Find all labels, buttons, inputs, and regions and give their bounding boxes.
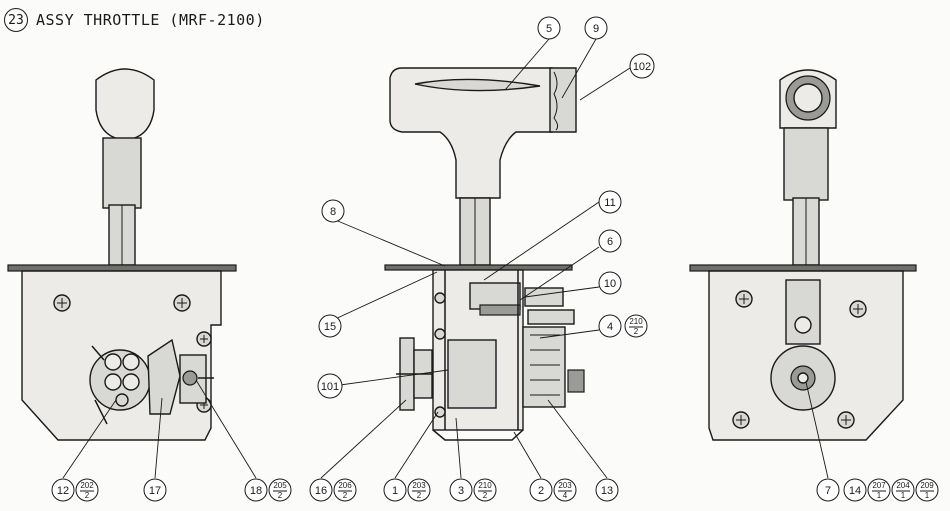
callout-2-qty: 4	[563, 491, 568, 500]
callout-4-num: 4	[607, 321, 613, 333]
callout-3-num: 3	[458, 485, 464, 497]
callout-1-qty: 2	[417, 491, 422, 500]
leader-lines	[62, 38, 829, 479]
callout-1: 1 203 2	[383, 478, 431, 502]
callout-14-qty-3: 1	[925, 491, 930, 500]
callout-14-qty-1: 1	[877, 491, 882, 500]
callout-15-num: 15	[324, 321, 336, 333]
left-stop-bracket	[179, 354, 214, 404]
callout-10: 10	[598, 271, 622, 295]
callout-4-ref: 210	[629, 317, 643, 326]
left-screw-1	[53, 294, 71, 312]
center-view	[384, 67, 585, 441]
right-handle-neck	[783, 127, 829, 201]
title-text: ASSY THROTTLE (MRF-2100)	[36, 11, 265, 29]
right-screw-2	[849, 300, 867, 318]
center-top-plate	[384, 264, 573, 271]
callout-4: 4 210 2	[598, 314, 648, 338]
callout-7-num: 7	[825, 485, 831, 497]
callout-3-ref: 210	[478, 481, 492, 490]
callout-18-ref: 205	[273, 481, 287, 490]
callout-8-num: 8	[330, 206, 336, 218]
callout-5-num: 5	[546, 23, 552, 35]
callout-102-num: 102	[633, 61, 651, 73]
callout-16-ref: 206	[338, 481, 352, 490]
title-number-bubble: 23	[4, 8, 28, 32]
callout-101: 101	[317, 373, 343, 399]
callout-4-qty: 2	[634, 327, 639, 336]
left-top-plate	[7, 264, 237, 272]
center-end-cap	[549, 67, 577, 133]
callout-14-qty-2: 1	[901, 491, 906, 500]
callout-13: 13	[595, 478, 619, 502]
callout-9: 9	[584, 16, 608, 40]
callout-12-qty: 2	[85, 491, 90, 500]
left-view	[7, 68, 237, 441]
callout-9-num: 9	[593, 23, 599, 35]
right-screw-1	[735, 290, 753, 308]
callout-17: 17	[143, 478, 167, 502]
callout-102: 102	[629, 53, 655, 79]
right-screw-4	[837, 411, 855, 429]
callout-5: 5	[537, 16, 561, 40]
callout-7: 7	[816, 478, 840, 502]
callout-12-num: 12	[57, 485, 69, 497]
callout-6-num: 6	[607, 236, 613, 248]
left-screw-3	[196, 331, 212, 347]
callout-14-num: 14	[849, 485, 861, 497]
center-block	[479, 304, 521, 316]
diagram-title: 23 ASSY THROTTLE (MRF-2100)	[4, 8, 265, 32]
callout-16-num: 16	[315, 485, 327, 497]
callout-14-ref-2: 204	[896, 481, 910, 490]
callout-10-num: 10	[604, 278, 616, 290]
right-view	[689, 69, 917, 441]
center-t-handle	[389, 67, 553, 199]
callout-18: 18 205 2	[244, 478, 292, 502]
callout-12: 12 202 2	[51, 478, 99, 502]
callout-13-num: 13	[601, 485, 613, 497]
callout-14-ref-1: 207	[872, 481, 886, 490]
center-friction-stack	[522, 287, 585, 408]
callout-3-qty: 2	[483, 491, 488, 500]
callout-2-num: 2	[538, 485, 544, 497]
left-screw-2	[173, 294, 191, 312]
callout-17-num: 17	[149, 485, 161, 497]
callout-1-num: 1	[392, 485, 398, 497]
right-screw-3	[732, 411, 750, 429]
callout-11: 11	[598, 190, 622, 214]
callout-18-num: 18	[250, 485, 262, 497]
callout-14: 14 207 1 204 1 209 1	[843, 478, 939, 502]
center-inner-block	[447, 339, 497, 409]
callout-18-qty: 2	[278, 491, 283, 500]
callout-2: 2 203 4	[529, 478, 577, 502]
callout-1-ref: 203	[412, 481, 426, 490]
callout-15: 15	[318, 314, 342, 338]
callout-16: 16 206 2	[309, 478, 357, 502]
callout-2-ref: 203	[558, 481, 572, 490]
callout-16-qty: 2	[343, 491, 348, 500]
right-top-plate	[689, 264, 917, 272]
callout-12-ref: 202	[80, 481, 94, 490]
callout-8: 8	[321, 199, 345, 223]
callout-3: 3 210 2	[449, 478, 497, 502]
left-lever-17	[147, 338, 181, 415]
center-left-hardware	[396, 292, 446, 418]
left-knob	[95, 68, 155, 141]
callout-101-num: 101	[321, 381, 339, 393]
callout-6: 6	[598, 229, 622, 253]
callout-11-num: 11	[604, 197, 615, 209]
right-lever	[785, 279, 821, 345]
callout-14-ref-3: 209	[920, 481, 934, 490]
left-handle-neck	[102, 137, 142, 209]
